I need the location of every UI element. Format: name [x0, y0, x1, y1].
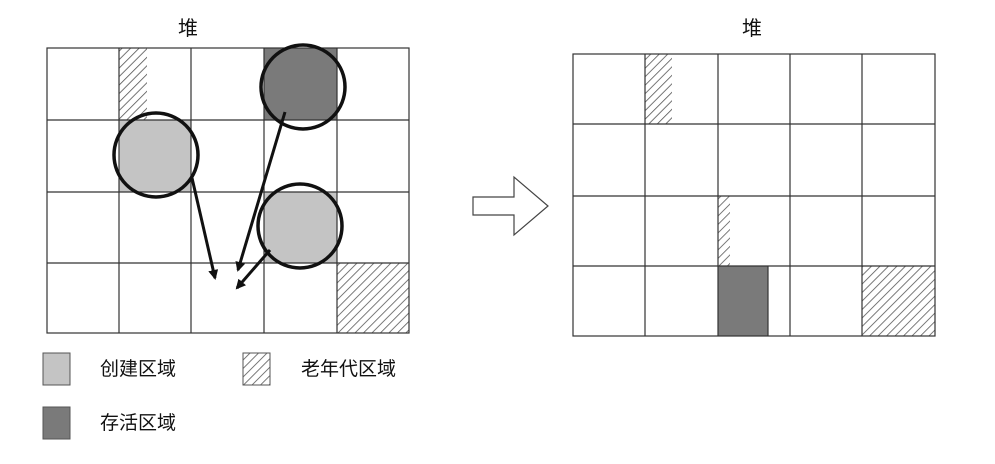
legend-survivor-label: 存活区域	[100, 412, 177, 434]
right-survivor-region	[718, 266, 768, 336]
left-old-gen-region-bottom	[337, 263, 409, 333]
legend-old-gen-label: 老年代区域	[301, 358, 397, 380]
right-old-gen-region-top	[645, 54, 672, 124]
left-copy-arrow-2	[235, 111, 287, 272]
right-heap	[572, 53, 936, 337]
left-creation-region-2	[264, 192, 337, 263]
left-highlight-circle-survivor	[259, 43, 347, 131]
legend-creation-swatch	[42, 352, 71, 386]
left-heap-title: 堆	[178, 16, 198, 40]
left-copy-arrow-1	[190, 177, 219, 280]
left-heap	[46, 43, 410, 334]
left-highlight-circle-creation-2	[256, 182, 344, 270]
legend-old-gen-swatch	[242, 352, 271, 386]
right-heap-grid	[572, 53, 936, 337]
legend-creation-label: 创建区域	[100, 358, 177, 380]
right-old-gen-region-bottom	[862, 266, 935, 336]
left-creation-region-1	[119, 120, 191, 192]
left-old-gen-region-top	[119, 48, 147, 120]
left-survivor-region	[264, 48, 337, 120]
right-old-gen-region-middle	[718, 196, 730, 266]
left-highlight-circle-creation-1	[112, 111, 200, 199]
legend-survivor-swatch	[42, 406, 71, 440]
transition-arrow-icon	[472, 175, 549, 237]
left-heap-grid	[46, 47, 410, 334]
right-heap-title: 堆	[742, 16, 762, 40]
legend	[42, 352, 271, 440]
left-copy-arrow-3	[235, 249, 272, 290]
